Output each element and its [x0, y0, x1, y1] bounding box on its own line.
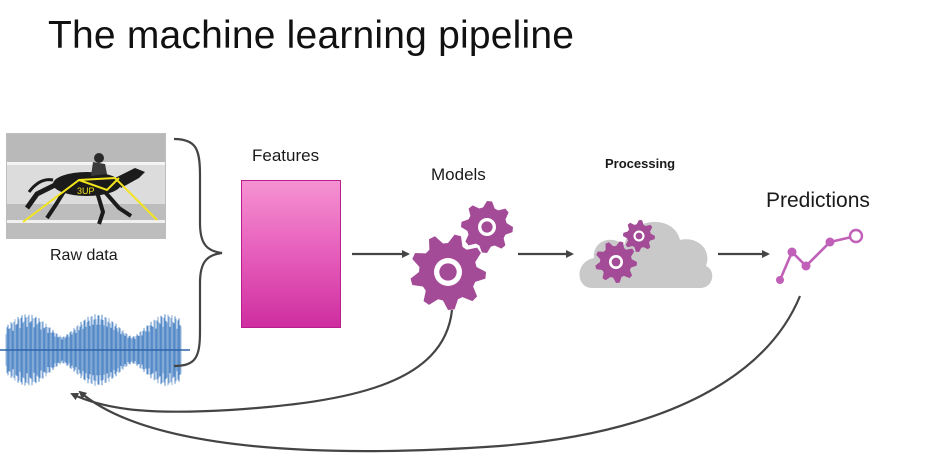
- gear-hub: [611, 257, 621, 267]
- feedback-arrow-icon: [78, 295, 802, 453]
- features-box: [241, 180, 341, 328]
- processing-label: Processing: [605, 156, 676, 171]
- page-title: The machine learning pipeline: [48, 14, 575, 57]
- models-label: Models: [431, 165, 486, 184]
- raw-data-photo: 3UP: [6, 133, 166, 239]
- gear-hub: [635, 232, 643, 240]
- gear-hub: [481, 221, 493, 233]
- gear-hub: [439, 263, 457, 281]
- horse-photo: 3UP: [7, 134, 165, 238]
- features-label: Features: [252, 146, 320, 165]
- raw-data-label: Raw data: [50, 247, 118, 264]
- audio-waveform-icon: [0, 314, 190, 386]
- feedback-arrow-icon: [70, 309, 454, 413]
- photo-overlay-text: 3UP: [77, 186, 95, 196]
- brace-icon: [173, 137, 223, 368]
- gear-icon: [410, 201, 513, 310]
- cloud-gears-icon: [579, 220, 713, 288]
- line-chart-icon: [776, 228, 864, 284]
- predictions-label: Predictions: [766, 189, 870, 212]
